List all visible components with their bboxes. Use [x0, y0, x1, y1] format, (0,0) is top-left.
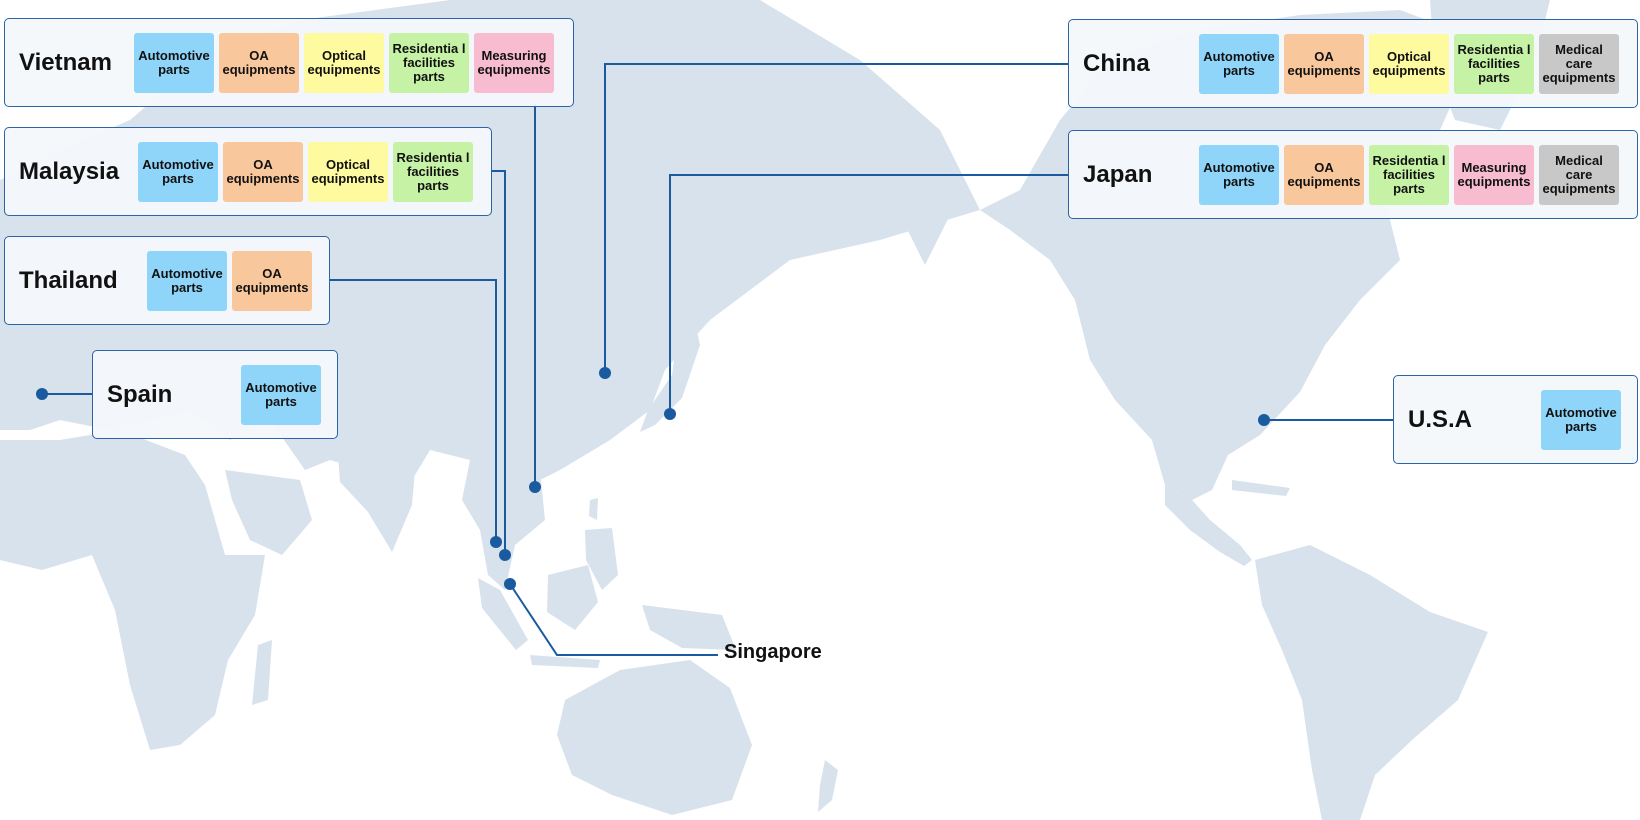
vietnam-marker [529, 481, 541, 493]
borneo-land [547, 565, 598, 630]
category-chip-measuring: Measuring equipments [1454, 144, 1534, 205]
central-america-land [1165, 485, 1252, 566]
category-chip-oa: OA equipments [1284, 33, 1364, 94]
category-chip-automotive: Automotive parts [1541, 389, 1621, 450]
singapore-label[interactable]: Singapore [724, 641, 822, 663]
japan-connector [669, 174, 1068, 414]
new-zealand-land [818, 760, 838, 812]
java-land [530, 655, 600, 668]
singapore-connector [509, 583, 718, 656]
category-chip-optical: Optical equipments [1369, 33, 1449, 94]
category-chip-measuring: Measuring equipments [474, 32, 554, 93]
category-chip-optical: Optical equipments [304, 32, 384, 93]
category-chip-automotive: Automotive parts [1199, 33, 1279, 94]
country-name-malaysia: Malaysia [19, 157, 120, 185]
spain-categories: Automotive parts [241, 351, 326, 438]
category-chip-residential: Residentia l facilities parts [389, 32, 469, 93]
africa-land [0, 430, 265, 750]
south-america-land [1255, 545, 1488, 820]
new-guinea-land [642, 605, 736, 650]
usa-categories: Automotive parts [1541, 376, 1626, 463]
category-chip-residential: Residentia l facilities parts [1369, 144, 1449, 205]
category-chip-automotive: Automotive parts [241, 364, 321, 425]
country-name-usa: U.S.A [1408, 405, 1473, 433]
category-chip-automotive: Automotive parts [147, 250, 227, 311]
category-chip-oa: OA equipments [223, 141, 303, 202]
category-chip-optical: Optical equipments [308, 141, 388, 202]
korea-land [596, 372, 622, 418]
usa-marker [1258, 414, 1270, 426]
cuba-land [1232, 480, 1290, 496]
category-chip-automotive: Automotive parts [134, 32, 214, 93]
category-chip-oa: OA equipments [219, 32, 299, 93]
category-chip-oa: OA equipments [232, 250, 312, 311]
sumatra-land [478, 578, 528, 650]
malaysia-connector [491, 170, 506, 555]
thailand-connector [330, 279, 497, 542]
kamchatka-land [900, 150, 950, 265]
spain-marker [36, 388, 48, 400]
connectors [42, 63, 1393, 656]
india-land [338, 455, 415, 552]
category-chip-residential: Residentia l facilities parts [393, 141, 473, 202]
taiwan-land [589, 498, 598, 520]
country-name-japan: Japan [1083, 160, 1153, 188]
arabia-land [225, 470, 312, 555]
australia-land [557, 660, 752, 815]
malaysia-marker [499, 549, 511, 561]
country-name-spain: Spain [107, 380, 173, 408]
usa-box[interactable]: U.S.A Automotive parts [1393, 375, 1638, 464]
thailand-marker [490, 536, 502, 548]
madagascar-land [252, 640, 272, 705]
category-chip-medical: Medical care equipments [1539, 33, 1619, 94]
country-name-thailand: Thailand [19, 266, 118, 294]
china-connector [604, 63, 1068, 373]
china-marker [599, 367, 611, 379]
indochina-land [462, 460, 545, 590]
category-chip-medical: Medical care equipments [1539, 144, 1619, 205]
philippines-land [585, 528, 618, 590]
japan-marker [664, 408, 676, 420]
category-chip-automotive: Automotive parts [1199, 144, 1279, 205]
location-markers [36, 367, 1270, 590]
category-chip-residential: Residentia l facilities parts [1454, 33, 1534, 94]
country-name-china: China [1083, 49, 1150, 77]
country-name-vietnam: Vietnam [19, 48, 112, 76]
category-chip-oa: OA equipments [1284, 144, 1364, 205]
spain-box[interactable]: Spain Automotive parts [92, 350, 338, 439]
japan-land [640, 290, 700, 432]
singapore-marker [504, 578, 516, 590]
category-chip-automotive: Automotive parts [138, 141, 218, 202]
